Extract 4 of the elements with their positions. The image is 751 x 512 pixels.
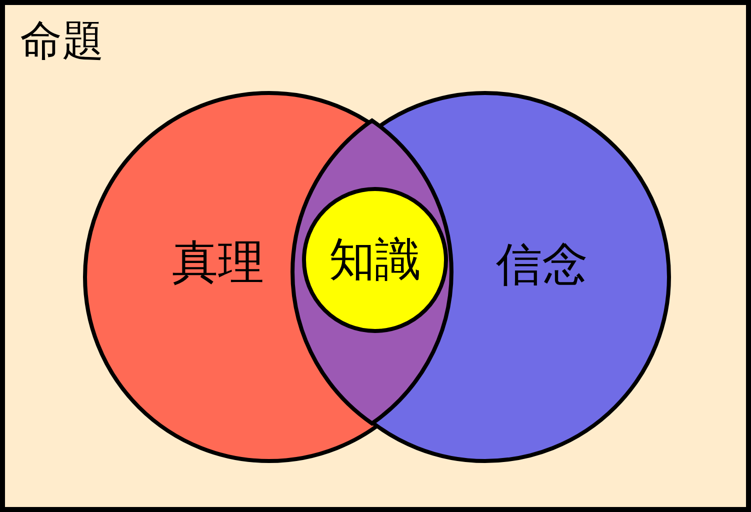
set-label: 真理 — [172, 234, 264, 291]
set-label: 信念 — [496, 236, 588, 293]
frame-title: 命題 — [20, 15, 104, 67]
set-label: 知識 — [329, 231, 421, 288]
